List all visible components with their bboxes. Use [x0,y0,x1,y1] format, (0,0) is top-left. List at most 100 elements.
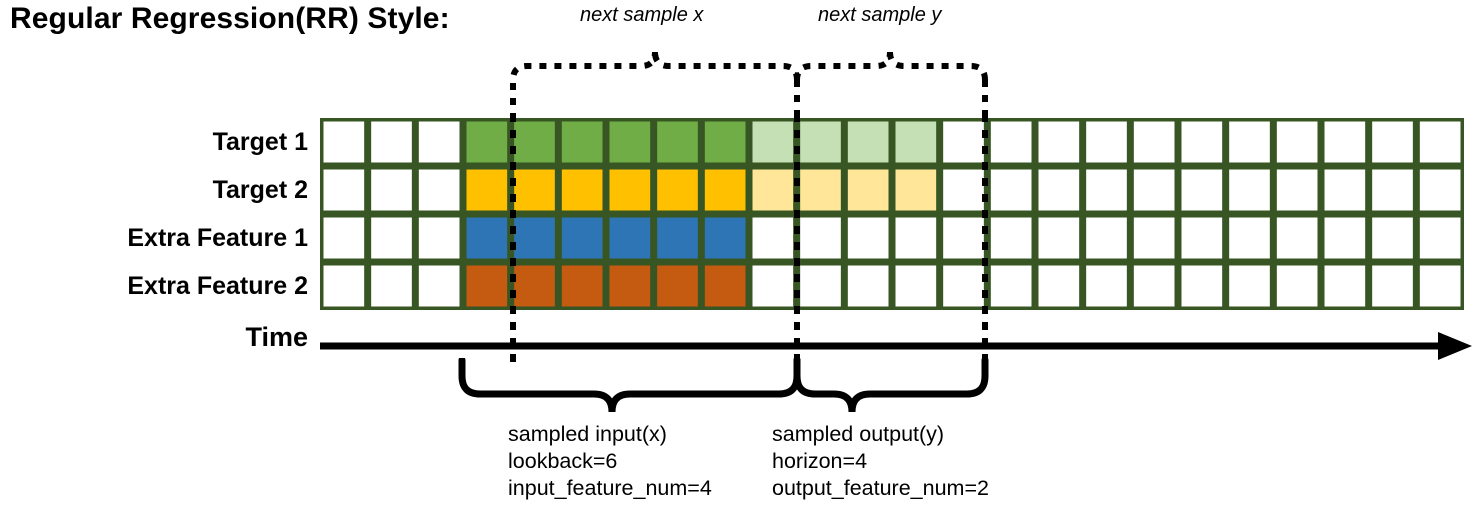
brace-next-y-left-half [794,51,893,81]
time-axis-label: Time [245,322,308,352]
grid-cell-target-2-4 [514,169,555,211]
grid-cell-target-1-1 [371,121,412,163]
grid-cell-extra-feature-1-11 [847,217,889,259]
caption-input-line-1: sampled input(x) [508,422,667,446]
grid-cell-extra-feature-1-12 [895,217,937,259]
grid-cell-extra-feature-2-13 [943,265,984,307]
row-label-extra-feature-2: Extra Feature 2 [127,272,308,300]
grid-cell-target-1-3 [466,121,508,163]
grid-cell-extra-feature-1-23 [1419,217,1461,259]
grid-cell-target-1-22 [1372,121,1413,163]
caption-sampled-input: sampled input(x) lookback=6 input_featur… [508,421,712,502]
grid-cell-target-1-0 [323,121,365,163]
next-sample-x-label: next sample x [580,4,704,26]
grid-cell-target-2-12 [895,169,937,211]
brace-sampled-input [458,358,801,413]
grid-cell-target-2-20 [1276,169,1318,211]
grid-cell-target-1-7 [657,121,698,163]
grid-cell-extra-feature-2-19 [1229,265,1270,307]
grid-cell-extra-feature-2-2 [418,265,460,307]
brace-sampled-output [793,358,989,413]
grid-cell-target-1-16 [1086,121,1127,163]
grid-cell-target-1-2 [418,121,460,163]
grid-cell-target-1-6 [609,121,651,163]
grid-cell-target-2-23 [1419,169,1461,211]
grid-cell-extra-feature-1-15 [1038,217,1080,259]
grid-cell-extra-feature-2-16 [1086,265,1127,307]
grid-cell-extra-feature-2-12 [895,265,937,307]
grid-cell-extra-feature-2-6 [609,265,651,307]
grid-cell-extra-feature-1-20 [1276,217,1318,259]
caption-input-line-3: input_feature_num=4 [508,476,712,500]
grid-cell-target-1-19 [1229,121,1270,163]
grid-cell-extra-feature-1-17 [1133,217,1175,259]
grid-cell-extra-feature-2-15 [1038,265,1080,307]
grid-cell-target-1-11 [847,121,889,163]
grid-cell-extra-feature-1-16 [1086,217,1127,259]
grid-cell-target-2-0 [323,169,365,211]
grid-cell-extra-feature-1-0 [323,217,365,259]
brace-next-x-left-half [510,51,658,120]
next-sample-y-label: next sample y [818,4,942,26]
grid-cell-extra-feature-2-0 [323,265,365,307]
grid-cell-extra-feature-1-6 [609,217,651,259]
grid-cell-target-2-8 [704,169,746,211]
grid-cell-target-1-12 [895,121,937,163]
grid-cell-extra-feature-1-1 [371,217,412,259]
grid-cell-extra-feature-2-23 [1419,265,1461,307]
grid-cell-extra-feature-2-8 [704,265,746,307]
grid-cell-extra-feature-2-9 [752,265,794,307]
grid-cell-target-2-16 [1086,169,1127,211]
grid-cell-target-2-13 [943,169,984,211]
grid-cell-extra-feature-2-1 [371,265,412,307]
dotted-guide-lines [510,114,988,367]
grid-cell-extra-feature-2-22 [1372,265,1413,307]
grid-cell-target-2-21 [1324,169,1366,211]
grid-cell-extra-feature-2-20 [1276,265,1318,307]
grid-cell-target-2-10 [800,169,841,211]
grid-cell-extra-feature-1-8 [704,217,746,259]
grid-cell-extra-feature-2-5 [561,265,603,307]
grid-cell-extra-feature-2-7 [657,265,698,307]
grid-cell-target-2-19 [1229,169,1270,211]
caption-output-line-1: sampled output(y) [772,422,945,446]
row-label-target-2: Target 2 [212,176,308,204]
page-title: Regular Regression(RR) Style: [10,2,450,35]
grid-cell-target-1-10 [800,121,841,163]
grid-cell-target-2-1 [371,169,412,211]
grid-cell-target-1-14 [990,121,1032,163]
grid-cell-extra-feature-1-5 [561,217,603,259]
time-arrow-icon [320,332,1472,360]
brace-next-x-right-half [652,51,800,81]
grid-cell-extra-feature-1-10 [800,217,841,259]
grid-cell-extra-feature-1-9 [752,217,794,259]
grid-cell-target-1-18 [1181,121,1223,163]
grid-cell-extra-feature-1-21 [1324,217,1366,259]
grid-cell-target-1-15 [1038,121,1080,163]
grid-cell-target-1-23 [1419,121,1461,163]
row-label-target-1: Target 1 [212,128,308,156]
grid-cell-extra-feature-2-3 [466,265,508,307]
grid-cell-extra-feature-1-2 [418,217,460,259]
grid-cell-extra-feature-1-13 [943,217,984,259]
grid-cell-target-1-9 [752,121,794,163]
caption-input-line-2: lookback=6 [508,449,618,473]
grid-cell-extra-feature-2-11 [847,265,889,307]
row-label-extra-feature-1: Extra Feature 1 [127,224,308,252]
grid-cell-target-1-4 [514,121,555,163]
grid-cell-target-2-6 [609,169,651,211]
grid-cell-target-1-21 [1324,121,1366,163]
caption-output-line-2: horizon=4 [772,449,868,473]
grid-cell-target-1-5 [561,121,603,163]
grid-cell-extra-feature-1-22 [1372,217,1413,259]
grid-cell-extra-feature-2-10 [800,265,841,307]
bottom-braces [458,358,989,413]
grid-cell-target-2-2 [418,169,460,211]
grid-cell-target-2-22 [1372,169,1413,211]
grid-cell-target-1-8 [704,121,746,163]
grid-cell-target-2-11 [847,169,889,211]
top-dotted-braces [510,51,988,120]
grid-cell-target-2-15 [1038,169,1080,211]
grid-cell-target-2-9 [752,169,794,211]
